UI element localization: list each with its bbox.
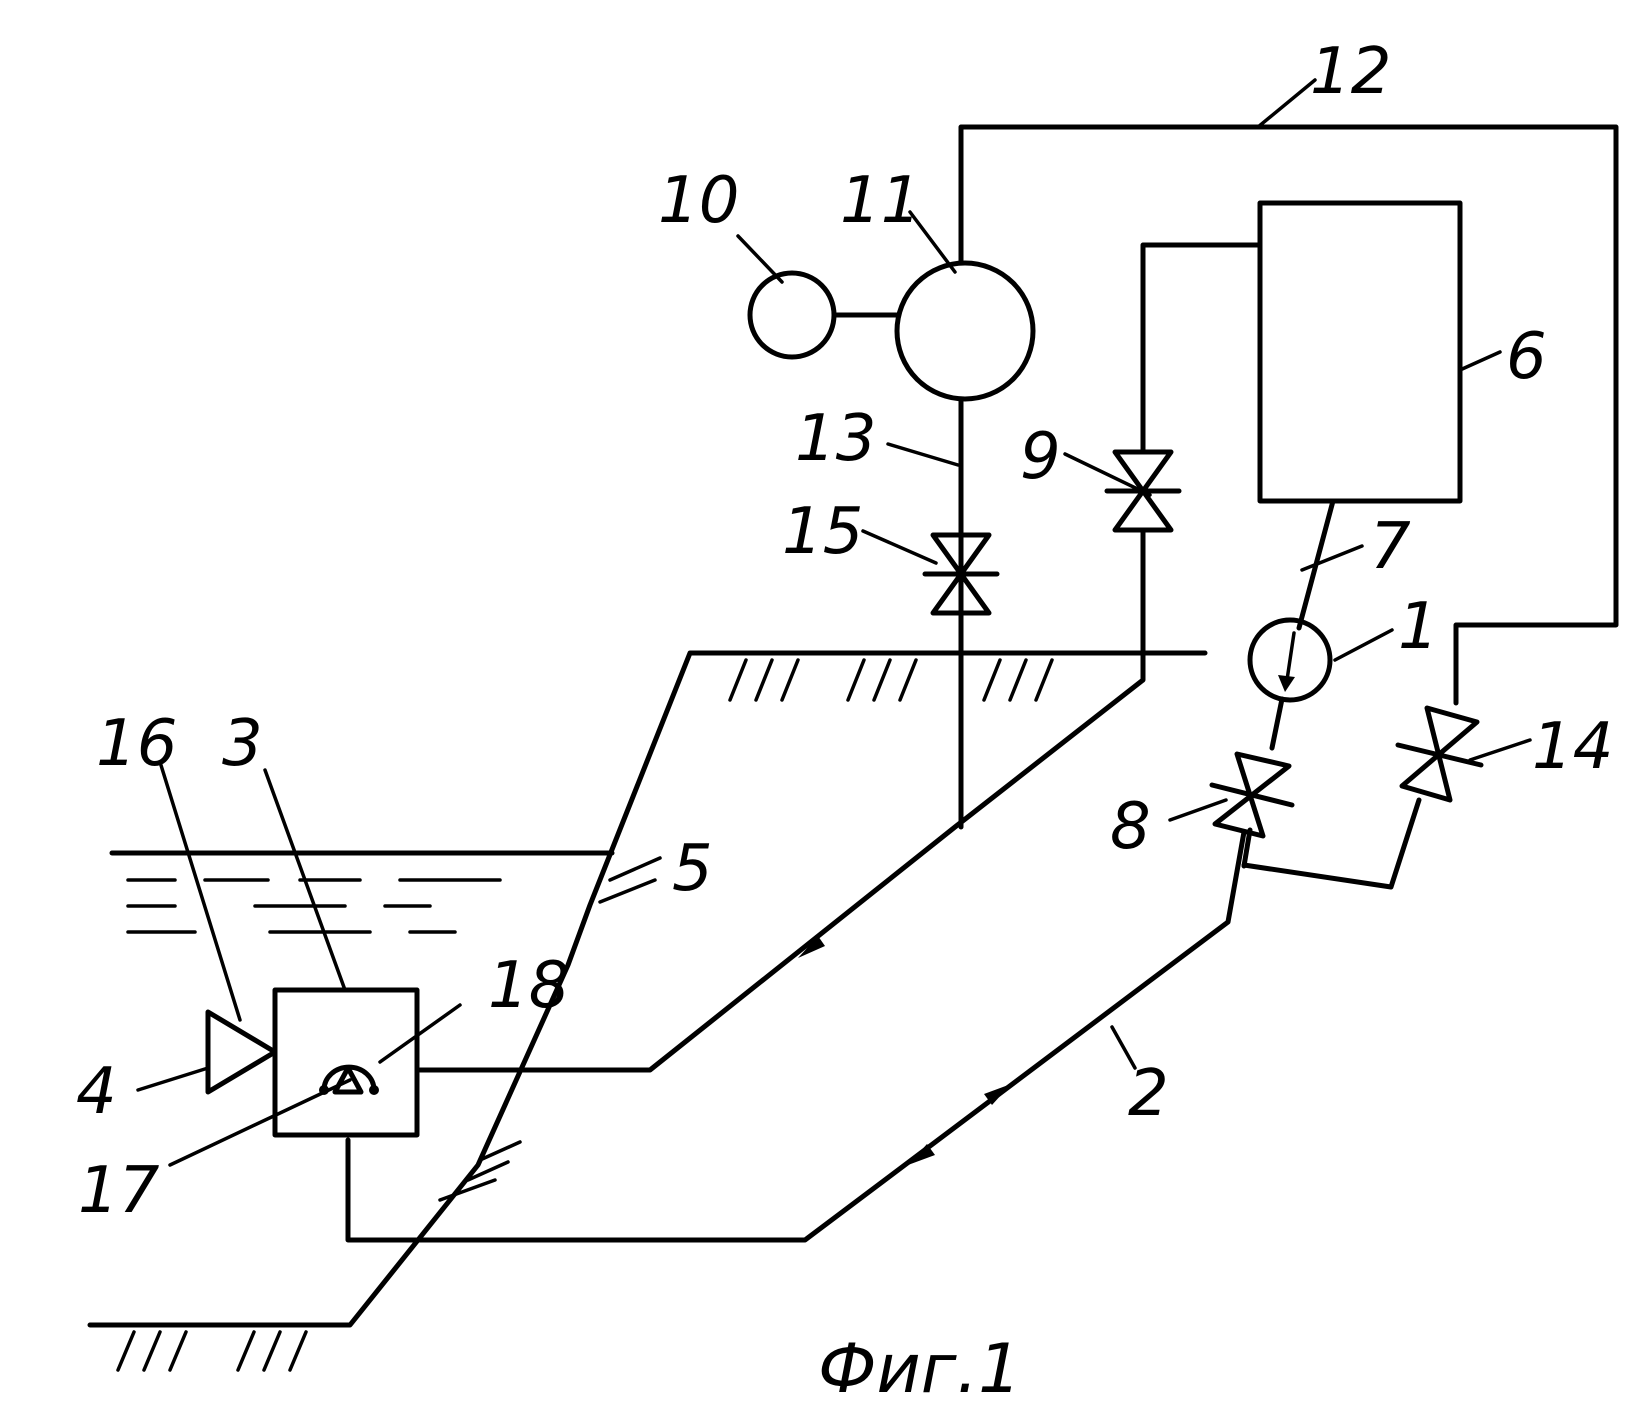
label-7: 7 [1370,510,1411,584]
label-2: 2 [1128,1057,1169,1131]
label-14: 14 [1532,710,1613,784]
leader-lines [138,80,1530,1165]
meter-to-valve-8 [1272,699,1282,748]
slope-hatching [440,858,660,1200]
pipeline-2 [348,832,1244,1240]
tank-vent-line [1143,245,1260,452]
valve-14 [1398,708,1481,800]
label-4: 4 [76,1055,117,1129]
label-9: 9 [1020,420,1061,494]
label-13: 13 [795,402,876,476]
label-12: 12 [1310,35,1391,109]
compressor-11 [897,263,1033,399]
bypass-pipeline-12 [961,127,1616,703]
label-10: 10 [658,164,739,238]
label-16: 16 [96,707,177,781]
label-1: 1 [1398,590,1439,664]
label-3: 3 [222,707,263,781]
bottom-ground-hatching [118,1332,306,1370]
label-17: 17 [78,1154,160,1228]
tank-6 [1260,203,1460,501]
water-body [112,853,612,932]
label-18: 18 [488,949,569,1023]
label-5: 5 [672,832,713,906]
label-8: 8 [1110,790,1151,864]
label-15: 15 [782,495,863,569]
labels: 12 10 11 6 13 9 15 7 1 14 16 3 8 5 18 2 … [76,35,1613,1228]
sensor-4 [208,1012,275,1092]
label-6: 6 [1506,320,1547,394]
label-11: 11 [840,164,921,238]
flow-meter-1 [1250,620,1330,700]
valve-8 [1212,754,1292,836]
device-3 [275,990,417,1135]
figure-caption: Фиг.1 [818,1330,1021,1404]
motor-10 [750,273,834,357]
bypass-branch-14 [1244,800,1419,887]
